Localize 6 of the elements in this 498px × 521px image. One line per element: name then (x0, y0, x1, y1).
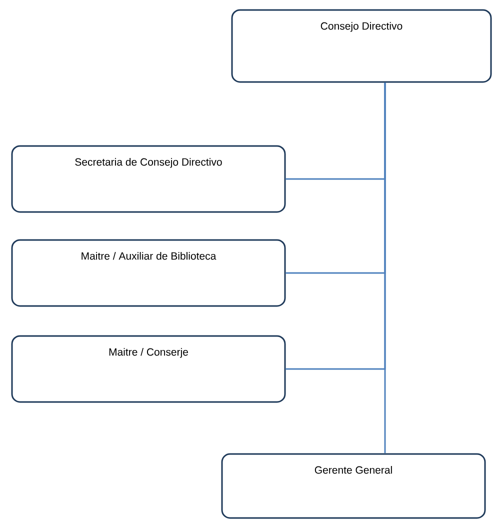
org-box: Consejo Directivo (231, 9, 492, 83)
org-box: Maitre / Conserje (11, 335, 286, 403)
connector-line (384, 82, 386, 454)
org-box: Gerente General (221, 453, 486, 519)
org-box: Maitre / Auxiliar de Biblioteca (11, 239, 286, 307)
org-box: Secretaria de Consejo Directivo (11, 145, 286, 213)
